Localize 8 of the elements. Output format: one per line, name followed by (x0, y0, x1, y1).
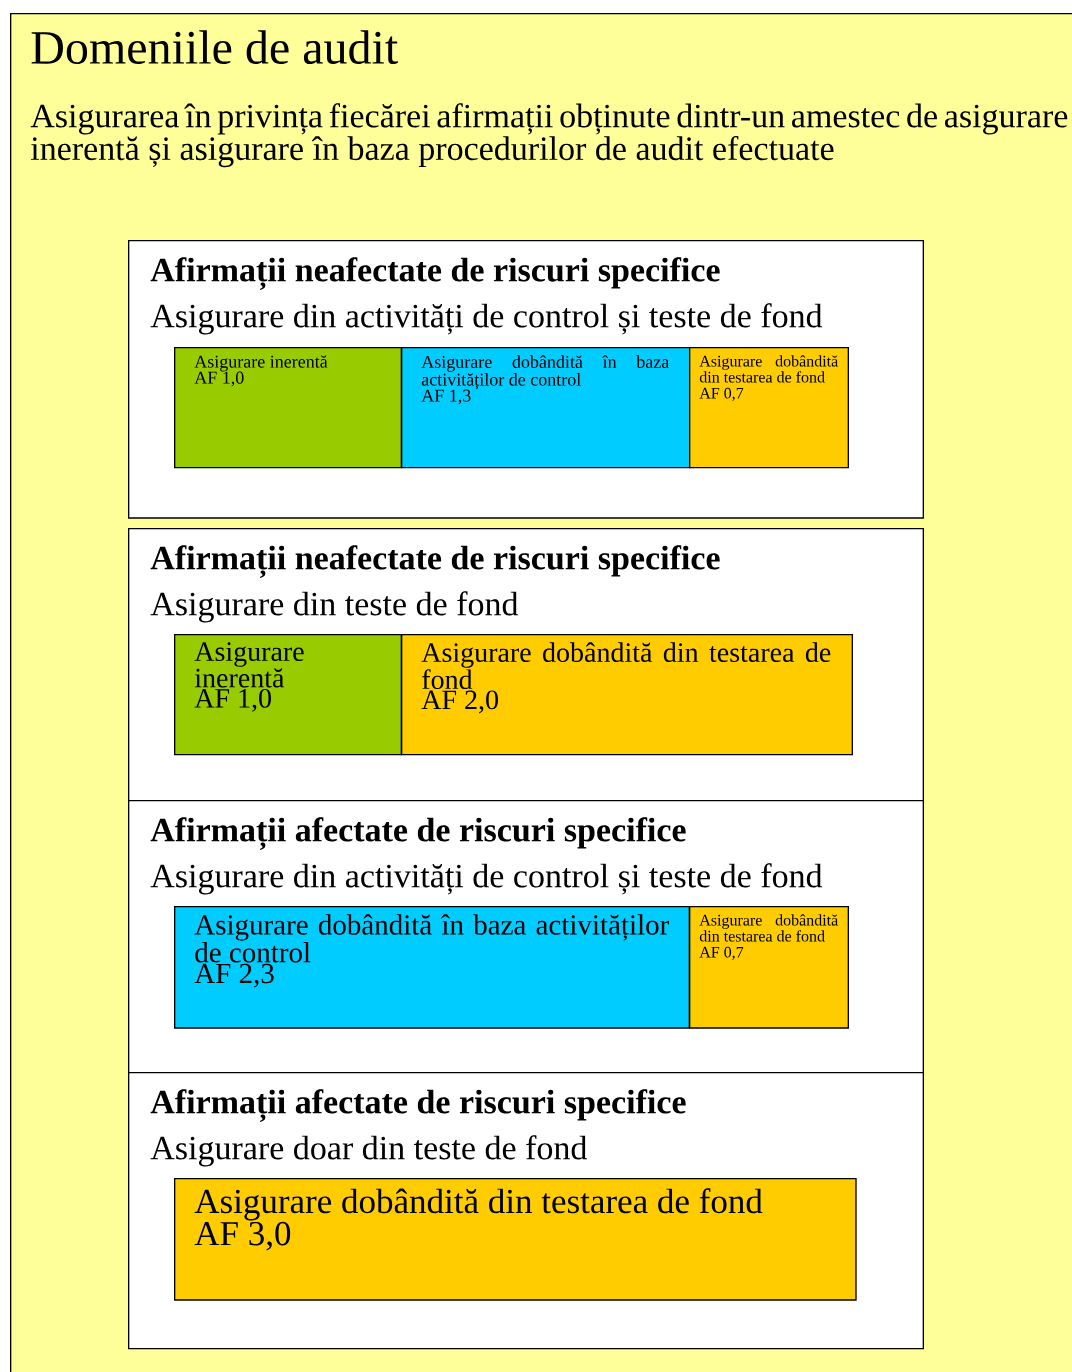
assurance-box: Asigurare dobândită în baza activităților de control AF 2,3 (174, 906, 690, 1029)
assurance-box: Asigurare dobândită din testarea de fond AF 2,0 (401, 634, 853, 756)
assurance-box: Asigurare dobândită din testarea de fond AF 0,7 (689, 906, 849, 1029)
assurance-box: Asigurare inerentă AF 1,0 (174, 634, 402, 756)
assurance-box: Asigurare inerentă AF 1,0 (174, 347, 402, 469)
assurance-box: Asigurare dobândită în baza activităților de control AF 1,3 (401, 347, 691, 469)
assurance-box: Asigurare dobândită din testarea de fond AF 0,7 (689, 347, 849, 469)
assurance-box: Asigurare dobândită din testarea de fond AF 3,0 (174, 1178, 857, 1301)
